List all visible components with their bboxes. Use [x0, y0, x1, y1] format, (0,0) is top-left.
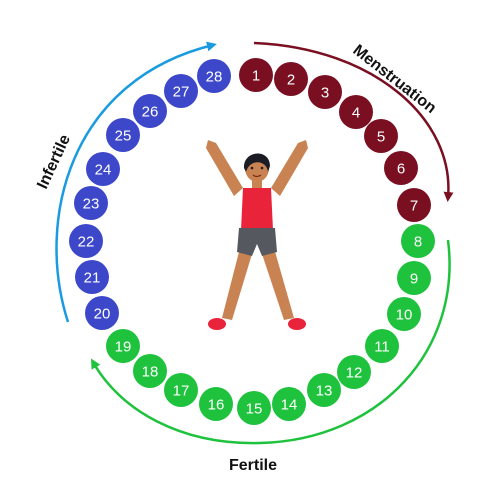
day-circle-28 — [197, 59, 231, 93]
day-number-17: 17 — [173, 383, 190, 400]
day-circle-27 — [164, 74, 198, 108]
woman-jumping-icon — [206, 140, 308, 330]
day-number-12: 12 — [346, 365, 363, 382]
day-circle-8 — [401, 224, 435, 258]
day-number-4: 4 — [352, 105, 360, 122]
day-circle-10 — [387, 297, 421, 331]
fertile-arrow — [91, 239, 451, 445]
day-number-21: 21 — [84, 270, 101, 287]
menstruation-arrow — [253, 41, 454, 202]
day-circle-17 — [164, 373, 198, 407]
day-circle-25 — [106, 118, 140, 152]
day-circle-14 — [272, 387, 306, 421]
infertile-label: Infertile — [34, 132, 74, 192]
day-circle-1 — [239, 58, 273, 92]
day-number-28: 28 — [206, 69, 223, 86]
day-circle-13 — [307, 373, 341, 407]
day-circle-5 — [364, 119, 398, 153]
day-circle-7 — [397, 188, 431, 222]
day-circle-11 — [365, 329, 399, 363]
day-number-18: 18 — [142, 364, 159, 381]
day-circle-26 — [133, 94, 167, 128]
day-number-10: 10 — [396, 307, 413, 324]
day-number-5: 5 — [377, 129, 385, 146]
infertile-arrow — [55, 41, 217, 323]
day-circle-24 — [86, 152, 120, 186]
fertile-label: Fertile — [229, 457, 277, 474]
day-number-14: 14 — [281, 397, 298, 414]
day-circle-18 — [133, 354, 167, 388]
day-circle-2 — [274, 62, 308, 96]
day-number-3: 3 — [321, 85, 329, 102]
day-circle-12 — [337, 355, 371, 389]
day-circle-6 — [384, 151, 418, 185]
day-number-19: 19 — [115, 339, 132, 356]
day-number-9: 9 — [410, 271, 418, 288]
day-circle-3 — [308, 75, 342, 109]
day-number-2: 2 — [287, 72, 295, 89]
day-circle-23 — [74, 186, 108, 220]
day-number-27: 27 — [173, 84, 190, 101]
day-number-6: 6 — [397, 161, 405, 178]
day-number-7: 7 — [410, 198, 418, 215]
day-number-13: 13 — [316, 383, 333, 400]
day-number-8: 8 — [414, 234, 422, 251]
day-number-22: 22 — [78, 234, 95, 251]
day-circle-20 — [85, 296, 119, 330]
day-number-25: 25 — [115, 128, 132, 145]
day-circle-16 — [199, 387, 233, 421]
day-number-1: 1 — [252, 68, 260, 85]
day-number-15: 15 — [246, 401, 263, 418]
day-number-20: 20 — [94, 306, 111, 323]
day-circle-15 — [237, 391, 271, 425]
day-circle-22 — [69, 224, 103, 258]
day-circle-9 — [397, 261, 431, 295]
day-number-11: 11 — [374, 339, 390, 356]
day-circle-19 — [106, 329, 140, 363]
day-number-16: 16 — [208, 397, 225, 414]
day-number-23: 23 — [83, 196, 100, 213]
day-circle-4 — [339, 95, 373, 129]
day-circle-21 — [75, 260, 109, 294]
day-number-26: 26 — [142, 104, 159, 121]
day-number-24: 24 — [95, 162, 112, 179]
